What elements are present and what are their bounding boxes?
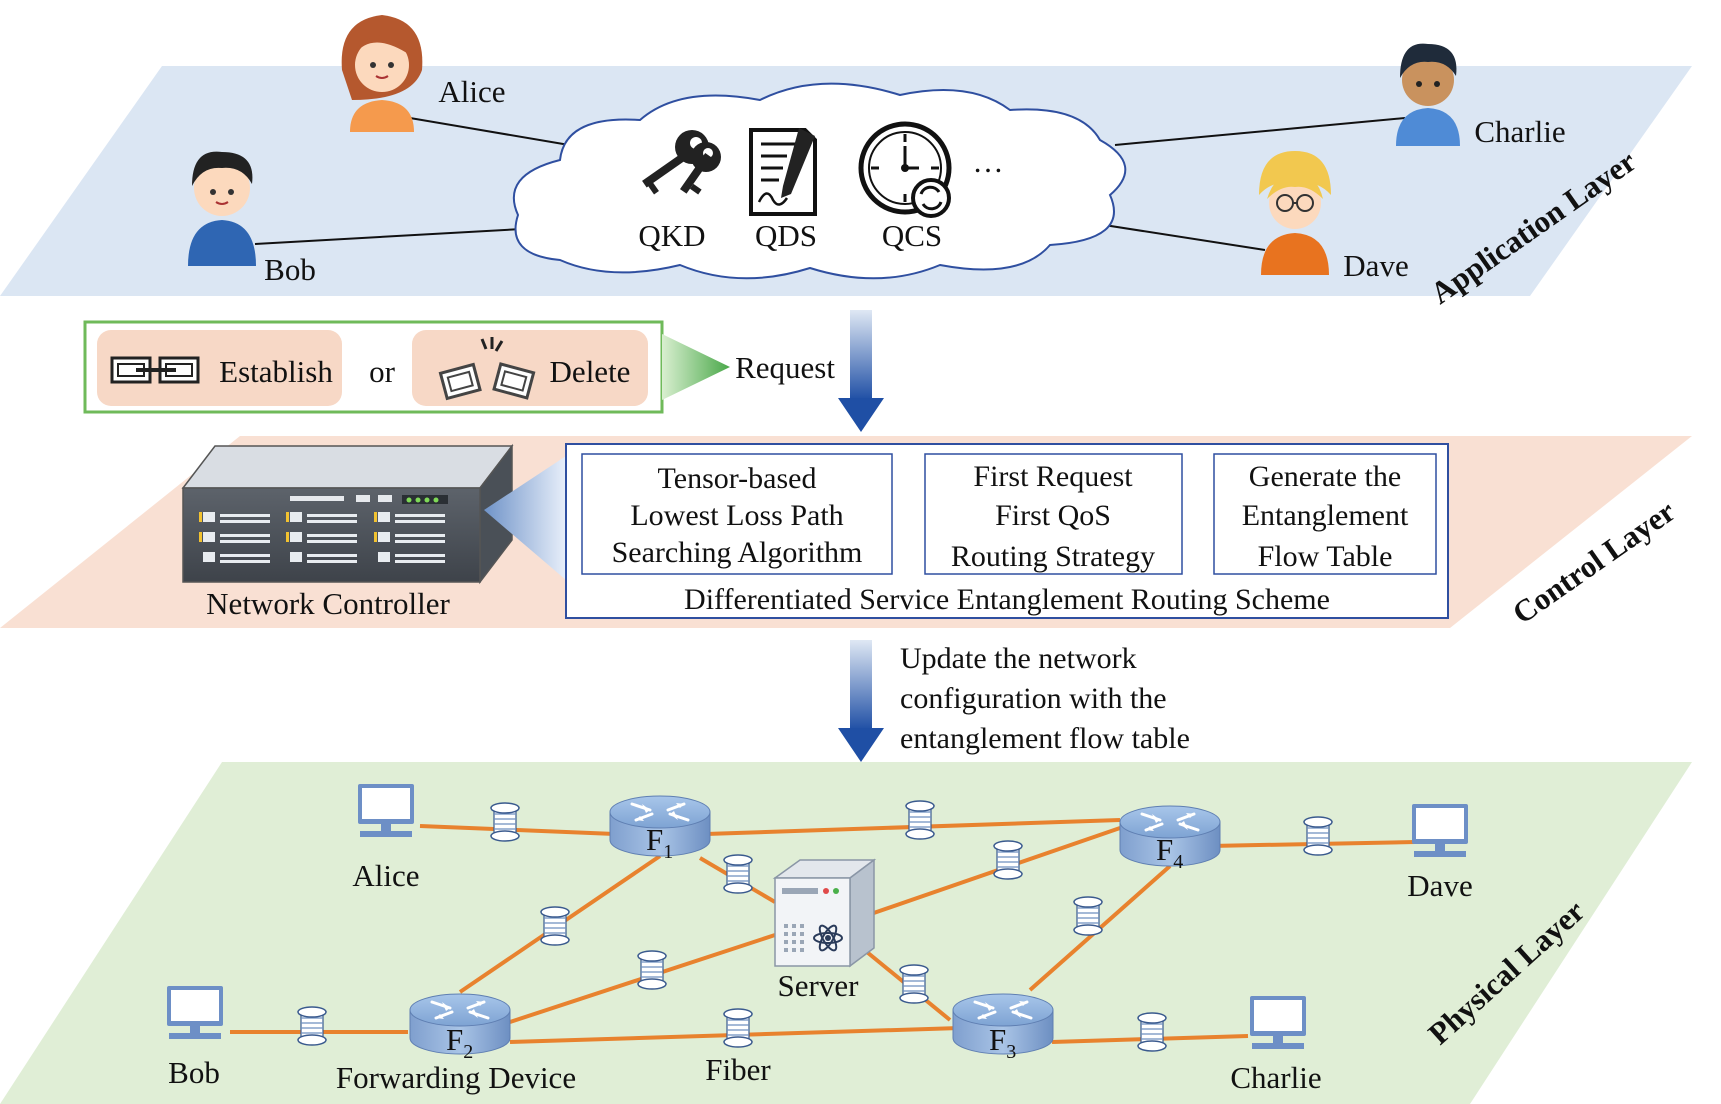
fiber-spool-icon xyxy=(1073,896,1103,936)
fiber-label: Fiber xyxy=(705,1052,771,1087)
update-line-1: Update the network xyxy=(900,642,1137,675)
or-label: or xyxy=(369,354,396,389)
routing-scheme-title: Differentiated Service Entanglement Rout… xyxy=(684,583,1330,616)
controller-link-arrow xyxy=(484,456,566,580)
router-f4-label: F4 xyxy=(1156,832,1183,873)
fiber-spool-icon xyxy=(723,1008,753,1048)
flowtable-line-2: Entanglement xyxy=(1242,499,1409,532)
update-line-2: configuration with the xyxy=(900,682,1167,715)
fiber-spool-icon xyxy=(723,854,753,894)
flowtable-line-1: Generate the xyxy=(1249,460,1401,493)
app-user-charlie: Charlie xyxy=(1474,114,1565,149)
delete-label: Delete xyxy=(550,354,631,389)
establish-option xyxy=(97,330,342,406)
strategy-line-1: First Request xyxy=(973,460,1133,493)
algorithm-line-2: Lowest Loss Path xyxy=(630,499,843,532)
request-label: Request xyxy=(735,350,835,385)
router-f2-label: F2 xyxy=(446,1022,473,1063)
charlie-avatar-icon xyxy=(1396,43,1460,146)
forwarding-device-label: Forwarding Device xyxy=(336,1060,576,1095)
server-label: Server xyxy=(778,968,860,1003)
fiber-spool-icon xyxy=(540,906,570,946)
strategy-line-2: First QoS xyxy=(995,499,1111,532)
request-arrow-tip xyxy=(662,334,730,400)
path-algorithm-box xyxy=(581,453,893,575)
fiber-spool-icon xyxy=(1303,816,1333,856)
flowtable-line-3: Flow Table xyxy=(1258,540,1393,573)
app-user-alice: Alice xyxy=(438,74,505,109)
dave-avatar-icon xyxy=(1259,151,1331,275)
service-qcs: QCS xyxy=(882,218,942,253)
request-down-arrow xyxy=(838,310,884,432)
fiber-spool-icon xyxy=(899,964,929,1004)
fiber-spool-icon xyxy=(490,802,520,842)
physical-host-bob: Bob xyxy=(168,1055,220,1090)
fiber-spool-icon xyxy=(297,1006,327,1046)
clock-sync-icon xyxy=(858,121,952,218)
fiber-spool-icon xyxy=(993,840,1023,880)
server-icon xyxy=(772,858,877,968)
physical-host-dave: Dave xyxy=(1407,868,1472,903)
strategy-line-3: Routing Strategy xyxy=(951,540,1155,573)
flow-table-box xyxy=(1213,453,1437,575)
alice-avatar-icon xyxy=(341,15,423,132)
fiber-spool-icon xyxy=(637,950,667,990)
router-f3-label: F3 xyxy=(989,1022,1016,1063)
service-qkd: QKD xyxy=(638,218,705,253)
key-icon xyxy=(642,130,721,195)
physical-host-charlie: Charlie xyxy=(1230,1060,1321,1095)
router-f1-label: F1 xyxy=(646,822,673,863)
signed-document-icon xyxy=(749,128,817,216)
update-down-arrow xyxy=(838,640,884,762)
routing-strategy-box xyxy=(924,453,1183,575)
bob-avatar-icon xyxy=(188,151,256,266)
establish-label: Establish xyxy=(219,354,333,389)
update-line-3: entanglement flow table xyxy=(900,722,1190,755)
app-user-bob: Bob xyxy=(264,252,316,287)
physical-host-alice: Alice xyxy=(352,858,419,893)
service-cloud xyxy=(512,82,1127,280)
broken-link-icon xyxy=(438,337,536,401)
link-chain-icon xyxy=(110,356,200,384)
network-controller-icon xyxy=(181,443,514,585)
app-user-dave: Dave xyxy=(1343,248,1408,283)
network-controller-label: Network Controller xyxy=(206,586,450,621)
user-links xyxy=(254,117,1406,251)
service-qds: QDS xyxy=(755,218,817,253)
fiber-spool-icon xyxy=(1137,1012,1167,1052)
more-services-ellipsis: … xyxy=(973,144,1004,179)
algorithm-line-1: Tensor-based xyxy=(658,462,817,495)
algorithm-line-3: Searching Algorithm xyxy=(612,536,863,569)
fiber-spool-icon xyxy=(905,800,935,840)
